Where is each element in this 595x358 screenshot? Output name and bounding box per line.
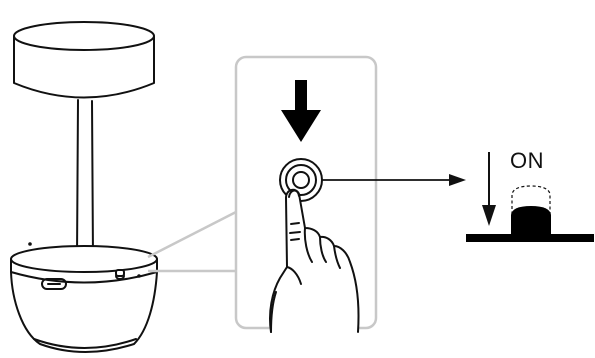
switch-detail: ON (466, 148, 594, 242)
lamp-base (10, 242, 158, 353)
switch-base-plate (466, 234, 594, 242)
button-raised-outline (511, 185, 551, 220)
lamp-head (13, 21, 155, 99)
pointer-line (322, 174, 466, 186)
base-switch (115, 269, 125, 280)
table-lamp-icon (10, 21, 158, 353)
down-arrow-icon (281, 80, 321, 142)
state-down-arrow-icon (482, 152, 496, 226)
button-pressed (511, 206, 551, 234)
lamp-stem (76, 99, 94, 259)
hand-pressing-icon (269, 188, 360, 333)
callout-leader-upper (147, 210, 237, 259)
switch-state-label: ON (510, 148, 544, 173)
